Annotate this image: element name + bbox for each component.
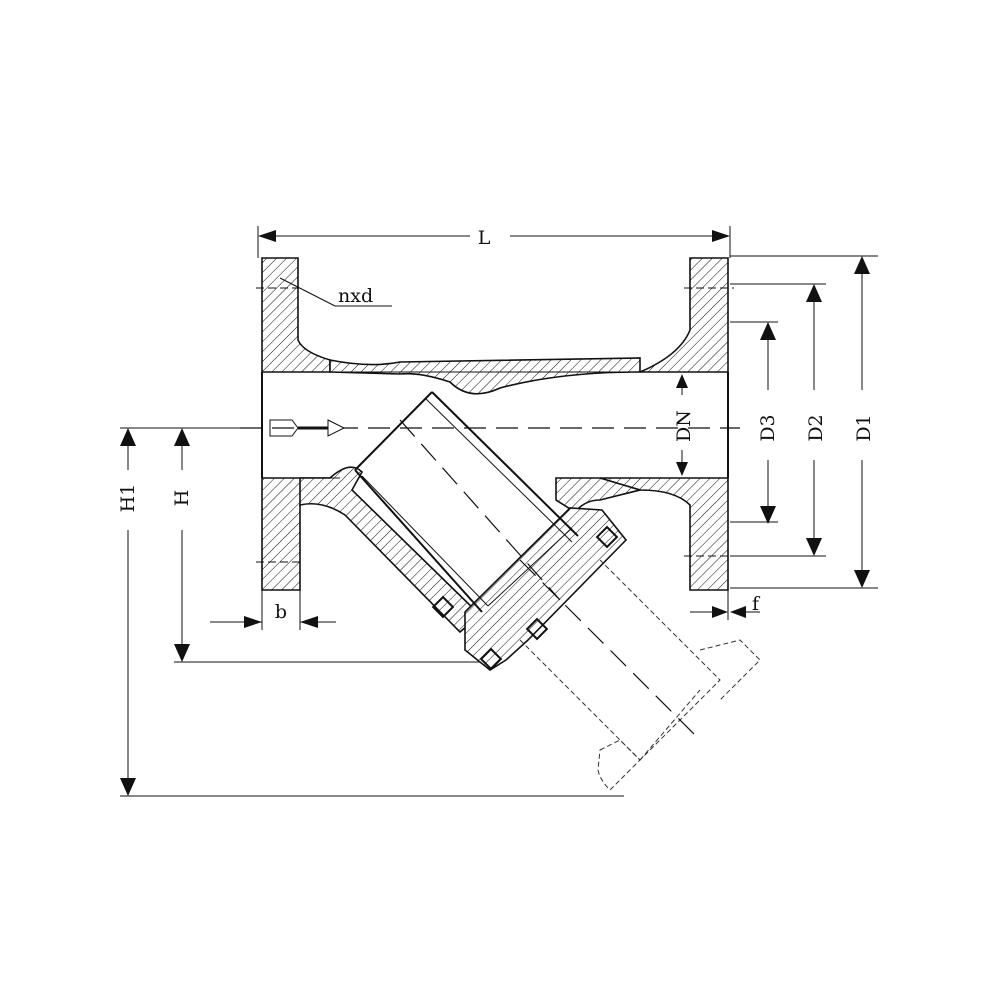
label-L: L — [478, 227, 491, 249]
upper-wall — [329, 357, 641, 395]
label-D3: D3 — [757, 414, 779, 441]
dimension-D1: D1 — [730, 255, 878, 589]
label-D1: D1 — [853, 414, 875, 441]
cover — [464, 507, 628, 671]
label-nxd: nxd — [338, 285, 373, 307]
dimension-L: L — [257, 226, 731, 258]
body-outlines — [256, 287, 734, 563]
flow-arrow-icon — [269, 419, 346, 437]
left-flange — [261, 257, 331, 373]
label-f: f — [752, 593, 761, 615]
dimension-H: H — [171, 428, 480, 663]
label-DN: DN — [673, 410, 695, 442]
dimension-DN: DN — [673, 374, 695, 476]
cover-bolts — [431, 525, 619, 671]
dimension-b: b — [210, 590, 336, 630]
dimension-nxd: nxd — [279, 277, 392, 307]
valve-body — [261, 257, 729, 671]
dimension-H1: H1 — [117, 427, 624, 797]
label-H: H — [171, 490, 193, 507]
label-b: b — [275, 601, 287, 623]
strainer-screen — [354, 391, 579, 613]
dimension-D3: D3 — [730, 321, 779, 524]
dimension-D2: D2 — [730, 283, 827, 557]
label-D2: D2 — [805, 414, 827, 441]
label-H1: H1 — [117, 484, 139, 513]
right-flange — [639, 257, 729, 373]
removal-phantom — [519, 559, 761, 791]
dimension-f: f — [690, 590, 761, 620]
right-flange-lower — [599, 477, 729, 591]
